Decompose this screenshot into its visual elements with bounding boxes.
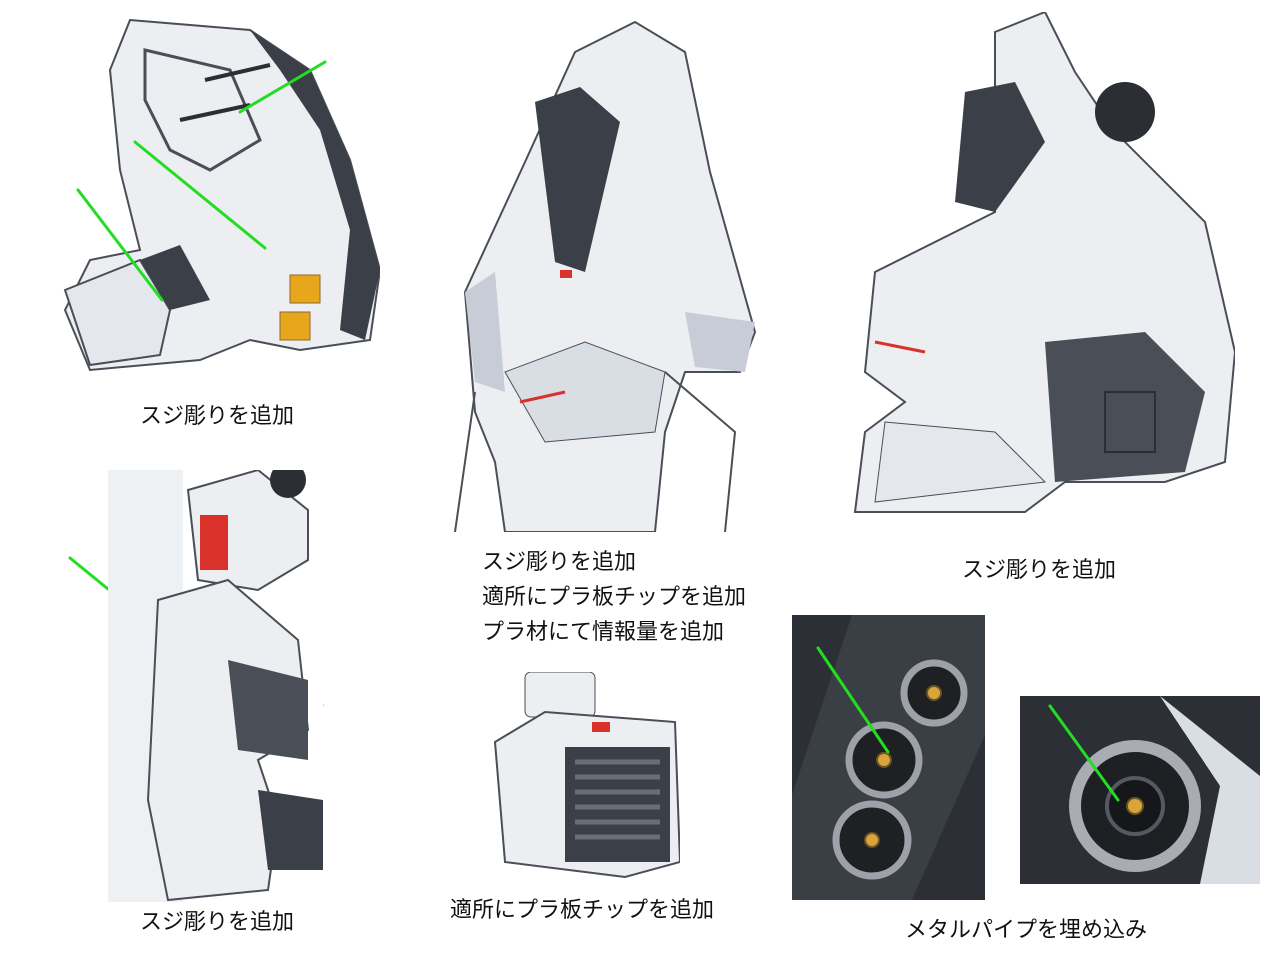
photo-thrusters: [792, 615, 985, 900]
caption-arm: スジ彫りを追加: [140, 404, 295, 429]
caption-front-torso-2: 適所にプラ板チップを追加: [482, 585, 747, 610]
caption-side-torso: スジ彫りを追加: [962, 558, 1117, 583]
caption-thrusters: メタルパイプを埋め込み: [905, 918, 1148, 943]
photo-side-torso: [845, 12, 1235, 522]
caption-backpack: 適所にプラ板チップを追加: [450, 898, 715, 923]
photo-front-torso: [435, 12, 775, 532]
photo-thruster-close: [1020, 696, 1260, 884]
photo-leg: [108, 470, 323, 902]
caption-front-torso-1: スジ彫りを追加: [482, 550, 637, 575]
photo-arm: [50, 10, 380, 390]
caption-front-torso-3: プラ材にて情報量を追加: [482, 620, 725, 645]
caption-leg: スジ彫りを追加: [140, 910, 295, 935]
photo-backpack: [475, 672, 680, 882]
